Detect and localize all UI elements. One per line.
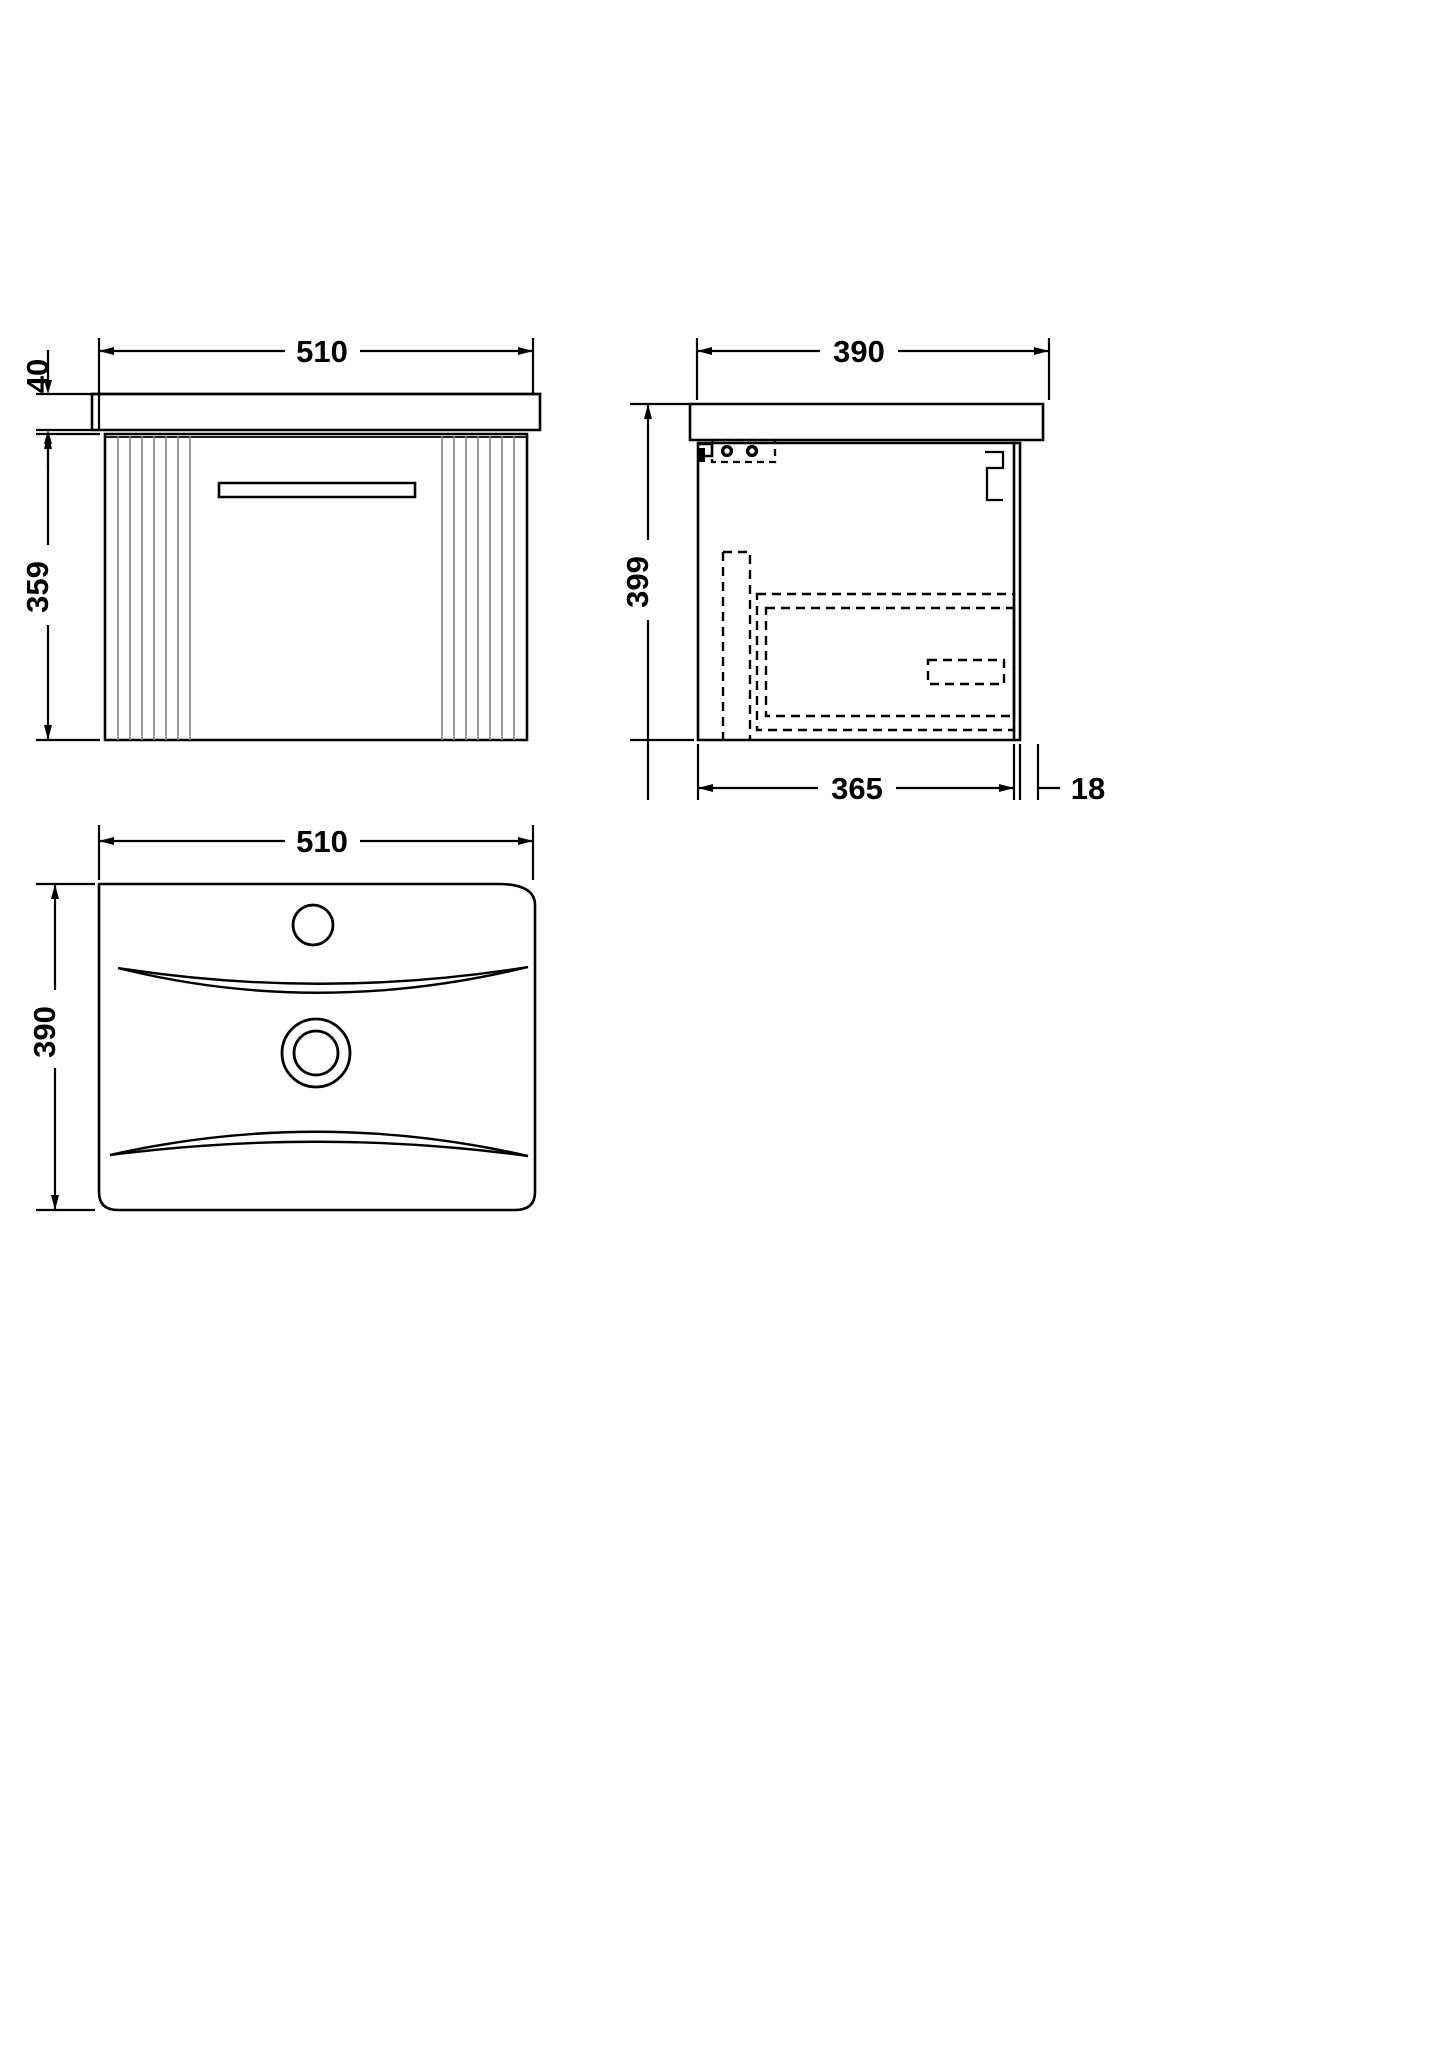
arrow-up xyxy=(44,380,52,394)
side-cabinet-outline xyxy=(696,441,1022,742)
side-right-catch-profile xyxy=(985,450,1005,502)
side-worktop-outline xyxy=(688,402,1045,442)
arrow-bottom xyxy=(51,1195,59,1210)
plan-view-basin xyxy=(97,882,537,1212)
arrow-left xyxy=(698,784,713,792)
fixing-hole-icon xyxy=(720,444,734,458)
basin-outline xyxy=(97,882,537,1212)
dim-label-front-top-thickness: 40 xyxy=(20,359,55,393)
arrow-top xyxy=(51,884,59,899)
arrow-right xyxy=(999,784,1014,792)
dim-label-plan-depth: 390 xyxy=(27,1006,62,1058)
arrow-bottom xyxy=(44,725,52,740)
waste-outer-ring xyxy=(280,1017,352,1089)
arrow-left xyxy=(99,347,114,355)
dim-plan-width xyxy=(97,825,535,880)
front-elevation-view xyxy=(90,392,542,742)
arrow-left xyxy=(99,837,114,845)
drawer-box-outline xyxy=(755,592,1016,732)
dim-front-top-thickness xyxy=(36,350,95,470)
dim-label-side-offset: 18 xyxy=(1071,771,1105,806)
tap-hole-icon xyxy=(291,903,335,947)
side-elevation-view xyxy=(688,402,1045,742)
bowl-contour-lower-b xyxy=(109,1140,529,1158)
fixing-hole-icon xyxy=(745,444,759,458)
front-flutes-left xyxy=(117,436,191,740)
bowl-contour-lower-a xyxy=(109,1130,529,1158)
bowl-contour-upper-a xyxy=(117,965,529,994)
dim-label-side-base-depth: 365 xyxy=(831,771,883,806)
drawer-back-panel xyxy=(723,550,752,740)
dim-front-width xyxy=(97,338,535,430)
arrow-top xyxy=(644,404,652,419)
bowl-contour-upper-b xyxy=(117,965,529,985)
arrow-top xyxy=(44,434,52,449)
dim-label-side-height: 399 xyxy=(620,556,655,608)
waste-outlet-icon xyxy=(280,1017,352,1089)
bracket-wall-plate xyxy=(697,448,705,462)
side-right-hidden-detail xyxy=(985,450,1005,502)
arrow-right xyxy=(1034,347,1049,355)
plan-bowl-contours xyxy=(109,965,529,1158)
drawer-latch-block xyxy=(926,658,1006,686)
dim-label-front-body-height: 359 xyxy=(20,561,55,613)
dim-side-height xyxy=(630,402,694,800)
side-drawer-hidden-lines xyxy=(721,550,1016,740)
bracket-hidden-outline xyxy=(710,438,777,464)
dim-side-base-depth xyxy=(696,744,1016,800)
front-handle-slot xyxy=(217,481,417,499)
dim-plan-depth xyxy=(36,882,95,1212)
dim-front-body-height xyxy=(36,432,100,742)
dim-label-front-width: 510 xyxy=(296,334,348,369)
arrow-right xyxy=(518,347,533,355)
front-flutes-right xyxy=(441,436,515,740)
dim-label-plan-width: 510 xyxy=(296,824,348,859)
arrow-left xyxy=(697,347,712,355)
dim-side-offset xyxy=(1018,744,1060,800)
side-wall-bracket xyxy=(697,438,777,464)
waste-inner-ring xyxy=(292,1029,340,1077)
front-cabinet-outline xyxy=(103,432,529,742)
drawer-runner-outline xyxy=(764,606,1016,718)
dim-side-depth xyxy=(695,338,1051,400)
front-worktop-outline xyxy=(90,392,542,432)
arrow-right xyxy=(518,837,533,845)
dim-label-side-depth: 390 xyxy=(833,334,885,369)
